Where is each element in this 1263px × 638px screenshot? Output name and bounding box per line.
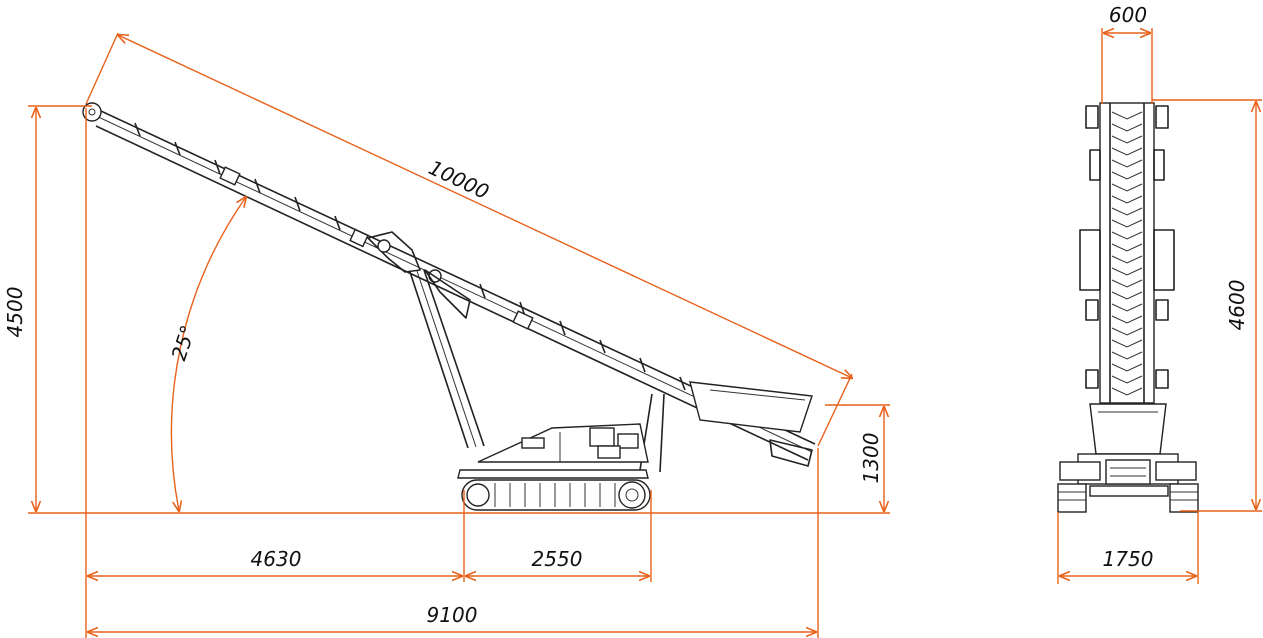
front-view-machine bbox=[1057, 102, 1199, 513]
belt-length-label: 10000 bbox=[425, 155, 493, 204]
belt-chevron bbox=[1111, 363, 1143, 372]
front-height-label: 4600 bbox=[1225, 280, 1249, 331]
belt-chevron bbox=[1111, 207, 1143, 216]
belt-chevron bbox=[1111, 303, 1143, 312]
belt-chevron bbox=[1111, 231, 1143, 240]
belt-chevron bbox=[1111, 135, 1143, 144]
belt-chevron bbox=[1111, 159, 1143, 168]
lift-height-label: 4500 bbox=[3, 287, 27, 338]
belt-chevron bbox=[1111, 183, 1143, 192]
belt-chevron bbox=[1111, 255, 1143, 264]
belt-chevron bbox=[1111, 279, 1143, 288]
track-length-label: 2550 bbox=[532, 547, 583, 571]
belt-chevron bbox=[1111, 195, 1143, 204]
belt-chevron bbox=[1111, 147, 1143, 156]
belt-chevron bbox=[1111, 111, 1143, 120]
belt-width-label: 600 bbox=[1109, 3, 1147, 27]
belt-chevron bbox=[1111, 339, 1143, 348]
belt-chevron bbox=[1111, 267, 1143, 276]
front-view-dimensions bbox=[1057, 28, 1262, 584]
side-view-dimensions bbox=[28, 32, 890, 638]
belt-chevron bbox=[1111, 291, 1143, 300]
belt-chevron bbox=[1111, 219, 1143, 228]
belt-chevron bbox=[1111, 375, 1143, 384]
belt-chevron bbox=[1111, 387, 1143, 396]
belt-chevron bbox=[1111, 171, 1143, 180]
track-width-label: 1750 bbox=[1103, 547, 1154, 571]
hopper-height-label: 1300 bbox=[859, 433, 883, 484]
belt-chevron bbox=[1111, 243, 1143, 252]
total-length-label: 9100 bbox=[427, 603, 478, 627]
tail-to-track-label: 4630 bbox=[251, 547, 302, 571]
belt-chevron bbox=[1111, 315, 1143, 324]
belt-chevron bbox=[1111, 351, 1143, 360]
belt-chevron bbox=[1111, 123, 1143, 132]
belt-chevron bbox=[1111, 327, 1143, 336]
angle-label: 25° bbox=[166, 322, 200, 363]
